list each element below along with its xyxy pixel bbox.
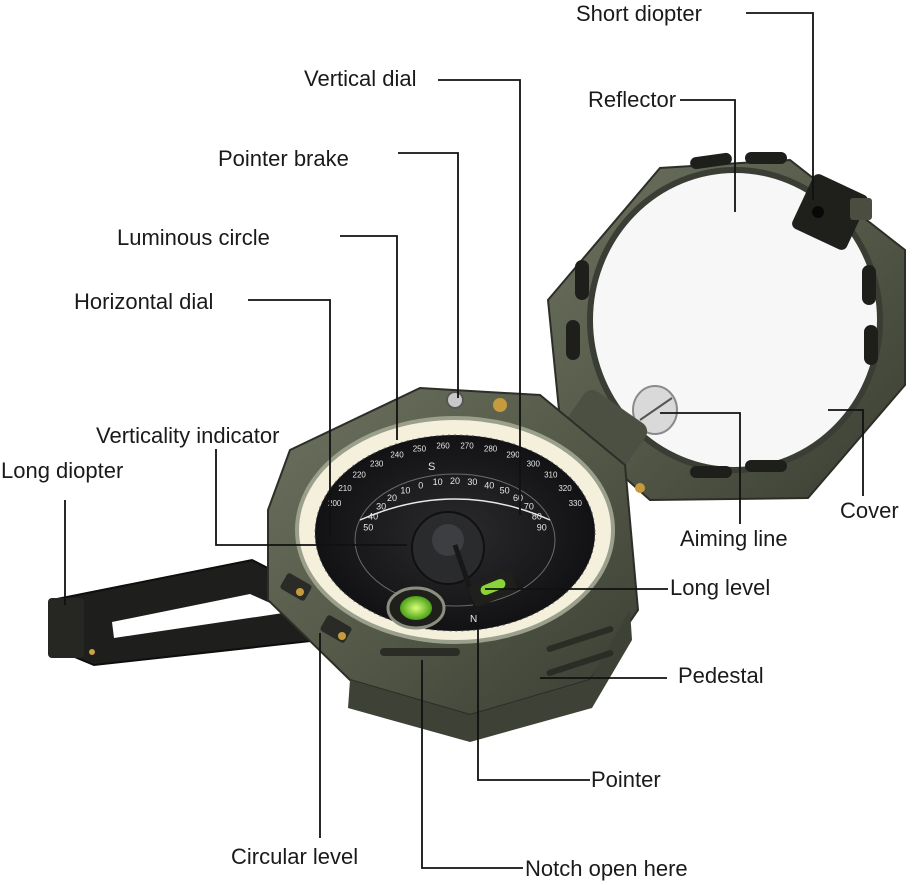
leader-vertical-dial <box>438 79 521 515</box>
leader-verticality-indicator <box>215 445 407 546</box>
outer-dial-number-9: 290 <box>506 451 520 460</box>
leader-short-diopter <box>746 12 814 200</box>
label-luminous-circle: Luminous circle <box>117 225 270 251</box>
outer-dial-number-4: 240 <box>390 451 404 460</box>
label-pointer: Pointer <box>591 767 661 793</box>
inner-dial-number-13: 80 <box>532 512 542 522</box>
label-horizontal-dial: Horizontal dial <box>74 289 214 315</box>
outer-dial-number-3: 230 <box>370 459 384 468</box>
outer-dial-number-11: 310 <box>544 471 558 480</box>
outer-dial-number-12: 320 <box>558 484 572 493</box>
inner-dial-number-0: 50 <box>363 522 373 532</box>
label-circular-level: Circular level <box>231 844 359 870</box>
bezel-letter-s: S <box>428 461 435 473</box>
leader-horizontal-dial <box>248 299 331 535</box>
label-vertical-dial: Vertical dial <box>304 66 417 92</box>
label-short-diopter: Short diopter <box>576 1 702 27</box>
label-long-diopter: Long diopter <box>1 458 124 484</box>
inner-dial-number-11: 60 <box>513 493 523 503</box>
inner-dial-number-2: 30 <box>376 502 386 512</box>
leader-pointer-brake <box>398 152 459 398</box>
cover-slots <box>566 152 878 478</box>
inner-dial-number-14: 90 <box>537 522 547 532</box>
inner-dial-number-3: 20 <box>387 493 397 503</box>
pedestal-part <box>348 610 632 742</box>
outer-dial-number-7: 270 <box>460 441 474 450</box>
outer-dial-number-2: 220 <box>353 471 367 480</box>
pointer-brake-button <box>446 391 464 409</box>
inner-dial-number-6: 10 <box>433 477 443 487</box>
outer-dial-number-6: 260 <box>436 441 450 450</box>
label-aiming-line: Aiming line <box>666 524 802 554</box>
label-pedestal: Pedestal <box>678 663 764 689</box>
label-reflector: Reflector <box>588 87 677 113</box>
inner-dial-number-9: 40 <box>484 480 494 490</box>
vertical-dial-arc <box>359 498 551 521</box>
outer-dial-number-10: 300 <box>527 459 541 468</box>
leader-lines <box>64 12 864 869</box>
inner-dial-number-5: 0 <box>418 480 423 490</box>
leader-cover <box>828 409 864 497</box>
leader-aiming-line <box>660 412 741 528</box>
label-cover: Cover <box>828 496 911 526</box>
outer-dial-number-0: 200 <box>328 499 342 508</box>
outer-dial-number-8: 280 <box>484 445 498 454</box>
inner-dial-number-4: 10 <box>400 486 410 496</box>
leader-pointer <box>477 612 590 781</box>
label-pointer-brake: Pointer brake <box>218 146 349 172</box>
inner-dial-number-1: 40 <box>368 512 378 522</box>
outer-dial-number-13: 330 <box>569 499 583 508</box>
label-verticality-indicator: Verticality indicator <box>96 423 280 449</box>
short-diopter-part <box>792 174 872 250</box>
label-notch-open-here: Notch open here <box>525 856 688 882</box>
leader-reflector <box>680 99 736 212</box>
leader-notch <box>421 660 523 869</box>
inner-dial-number-7: 20 <box>450 476 460 486</box>
label-long-level: Long level <box>670 575 771 601</box>
notch <box>380 648 460 656</box>
outer-dial-number-1: 210 <box>338 484 352 493</box>
compass-body <box>267 386 645 742</box>
bezel-letter-n: N <box>470 614 477 625</box>
long-diopter-arm <box>48 558 332 667</box>
inner-dial-number-10: 50 <box>500 486 510 496</box>
leader-luminous-circle <box>340 235 398 440</box>
inner-dial-number-8: 30 <box>467 477 477 487</box>
inner-dial-number-12: 70 <box>524 502 534 512</box>
outer-dial-number-5: 250 <box>413 445 427 454</box>
